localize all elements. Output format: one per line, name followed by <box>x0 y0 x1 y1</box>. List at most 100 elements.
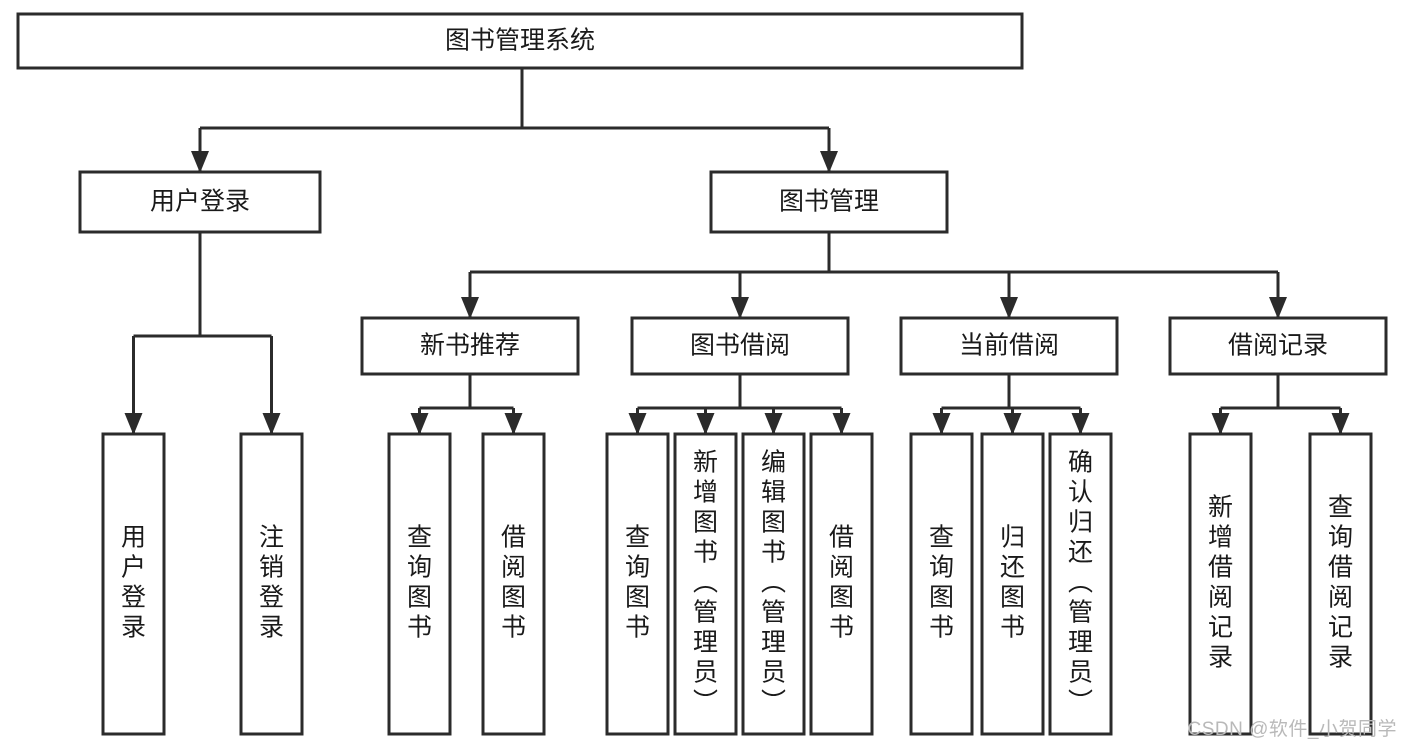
node-label-leaf-edit-book: 理 <box>761 629 786 657</box>
node-label-leaf-add-book: 书 <box>693 539 718 567</box>
node-label-leaf-query-record: 借 <box>1328 554 1353 582</box>
node-label-leaf-query-record: 录 <box>1328 644 1353 672</box>
node-label-root: 图书管理系统 <box>445 27 595 55</box>
node-box-leaf-edit-book[interactable] <box>741 432 806 736</box>
node-label-newbook: 新书推荐 <box>420 332 520 360</box>
node-label-leaf-add-book: 员 <box>693 659 718 687</box>
node-box-leaf-query-book-2[interactable] <box>605 432 670 736</box>
node-label-leaf-confirm-return: ︶ <box>1068 689 1093 717</box>
csdn-watermark: CSDN @软件_小贺同学 <box>1187 719 1397 740</box>
node-label-leaf-edit-book: 辑 <box>761 479 786 507</box>
arrow-head-icon <box>764 413 783 435</box>
node-label-leaf-user-login: 户 <box>121 554 146 582</box>
node-box-leaf-query-book-3[interactable] <box>909 432 974 736</box>
node-label-leaf-query-book-2: 询 <box>625 554 650 582</box>
node-current[interactable]: 当前借阅 <box>899 316 1119 376</box>
node-label-leaf-user-logout: 注 <box>259 524 284 552</box>
node-box-borrow[interactable] <box>630 316 850 376</box>
node-newbook[interactable]: 新书推荐 <box>360 316 580 376</box>
node-label-leaf-query-book-2: 图 <box>625 584 650 612</box>
node-root[interactable]: 图书管理系统 <box>16 12 1024 70</box>
node-label-leaf-borrow-book-1: 书 <box>501 614 526 642</box>
node-label-leaf-query-book-3: 图 <box>929 584 954 612</box>
node-box-leaf-query-record[interactable] <box>1308 432 1373 736</box>
arrow-head-icon <box>262 413 281 435</box>
node-label-leaf-query-book-2: 书 <box>625 614 650 642</box>
node-label-leaf-query-book-1: 查 <box>407 524 432 552</box>
node-label-leaf-add-record: 阅 <box>1208 584 1233 612</box>
node-label-leaf-query-book-3: 书 <box>929 614 954 642</box>
arrow-head-icon <box>628 413 647 435</box>
node-box-leaf-query-book-1[interactable] <box>387 432 452 736</box>
node-box-login[interactable] <box>78 170 322 234</box>
node-label-leaf-query-book-2: 查 <box>625 524 650 552</box>
node-leaf-user-login[interactable]: 用户登录 <box>101 432 166 736</box>
node-label-leaf-query-book-3: 查 <box>929 524 954 552</box>
node-label-leaf-confirm-return: 归 <box>1068 509 1093 537</box>
node-box-leaf-user-login[interactable] <box>101 432 166 736</box>
node-box-leaf-borrow-book-1[interactable] <box>481 432 546 736</box>
node-label-leaf-edit-book: ︵ <box>761 569 786 597</box>
arrow-head-icon <box>1000 297 1018 319</box>
node-box-leaf-add-book[interactable] <box>673 432 738 736</box>
node-label-leaf-add-record: 新 <box>1208 494 1233 522</box>
node-label-leaf-confirm-return: 还 <box>1068 539 1093 567</box>
node-box-newbook[interactable] <box>360 316 580 376</box>
node-label-leaf-edit-book: ︶ <box>761 689 786 717</box>
node-box-leaf-user-logout[interactable] <box>239 432 304 736</box>
node-label-leaf-add-record: 记 <box>1208 614 1233 642</box>
node-box-leaf-confirm-return[interactable] <box>1048 432 1113 736</box>
node-label-leaf-query-book-3: 询 <box>929 554 954 582</box>
arrow-head-icon <box>1003 413 1022 435</box>
node-label-leaf-add-record: 录 <box>1208 644 1233 672</box>
node-label-leaf-add-book: ︵ <box>693 569 718 597</box>
node-label-leaf-user-logout: 录 <box>259 614 284 642</box>
node-label-leaf-return-book: 图 <box>1000 584 1025 612</box>
node-label-records: 借阅记录 <box>1228 332 1328 360</box>
arrow-head-icon <box>461 297 479 319</box>
node-bookmgmt[interactable]: 图书管理 <box>709 170 949 234</box>
node-label-leaf-confirm-return: 员 <box>1068 659 1093 687</box>
node-label-leaf-query-book-1: 书 <box>407 614 432 642</box>
node-label-leaf-query-record: 询 <box>1328 524 1353 552</box>
node-label-leaf-edit-book: 管 <box>761 599 786 627</box>
node-login[interactable]: 用户登录 <box>78 170 322 234</box>
node-label-leaf-query-record: 阅 <box>1328 584 1353 612</box>
node-label-leaf-confirm-return: 确 <box>1068 449 1093 477</box>
node-box-leaf-borrow-book-2[interactable] <box>809 432 874 736</box>
node-label-leaf-borrow-book-2: 书 <box>829 614 854 642</box>
node-records[interactable]: 借阅记录 <box>1168 316 1388 376</box>
node-label-leaf-edit-book: 书 <box>761 539 786 567</box>
node-label-leaf-borrow-book-2: 图 <box>829 584 854 612</box>
node-box-current[interactable] <box>899 316 1119 376</box>
node-label-leaf-borrow-book-1: 阅 <box>501 554 526 582</box>
node-label-login: 用户登录 <box>150 188 250 216</box>
node-label-leaf-return-book: 归 <box>1000 524 1025 552</box>
node-label-leaf-add-book: 图 <box>693 509 718 537</box>
node-box-bookmgmt[interactable] <box>709 170 949 234</box>
node-borrow[interactable]: 图书借阅 <box>630 316 850 376</box>
node-label-leaf-user-login: 用 <box>121 524 146 552</box>
node-label-leaf-edit-book: 编 <box>761 449 786 477</box>
arrow-head-icon <box>1331 413 1350 435</box>
node-box-root[interactable] <box>16 12 1024 70</box>
node-label-current: 当前借阅 <box>959 332 1059 360</box>
node-box-leaf-return-book[interactable] <box>980 432 1045 736</box>
arrow-head-icon <box>1071 413 1090 435</box>
node-layer: 图书管理系统用户登录图书管理新书推荐图书借阅当前借阅借阅记录用户登录注销登录查询… <box>16 12 1388 736</box>
node-label-leaf-return-book: 还 <box>1000 554 1025 582</box>
node-box-records[interactable] <box>1168 316 1388 376</box>
node-box-leaf-add-record[interactable] <box>1188 432 1253 736</box>
